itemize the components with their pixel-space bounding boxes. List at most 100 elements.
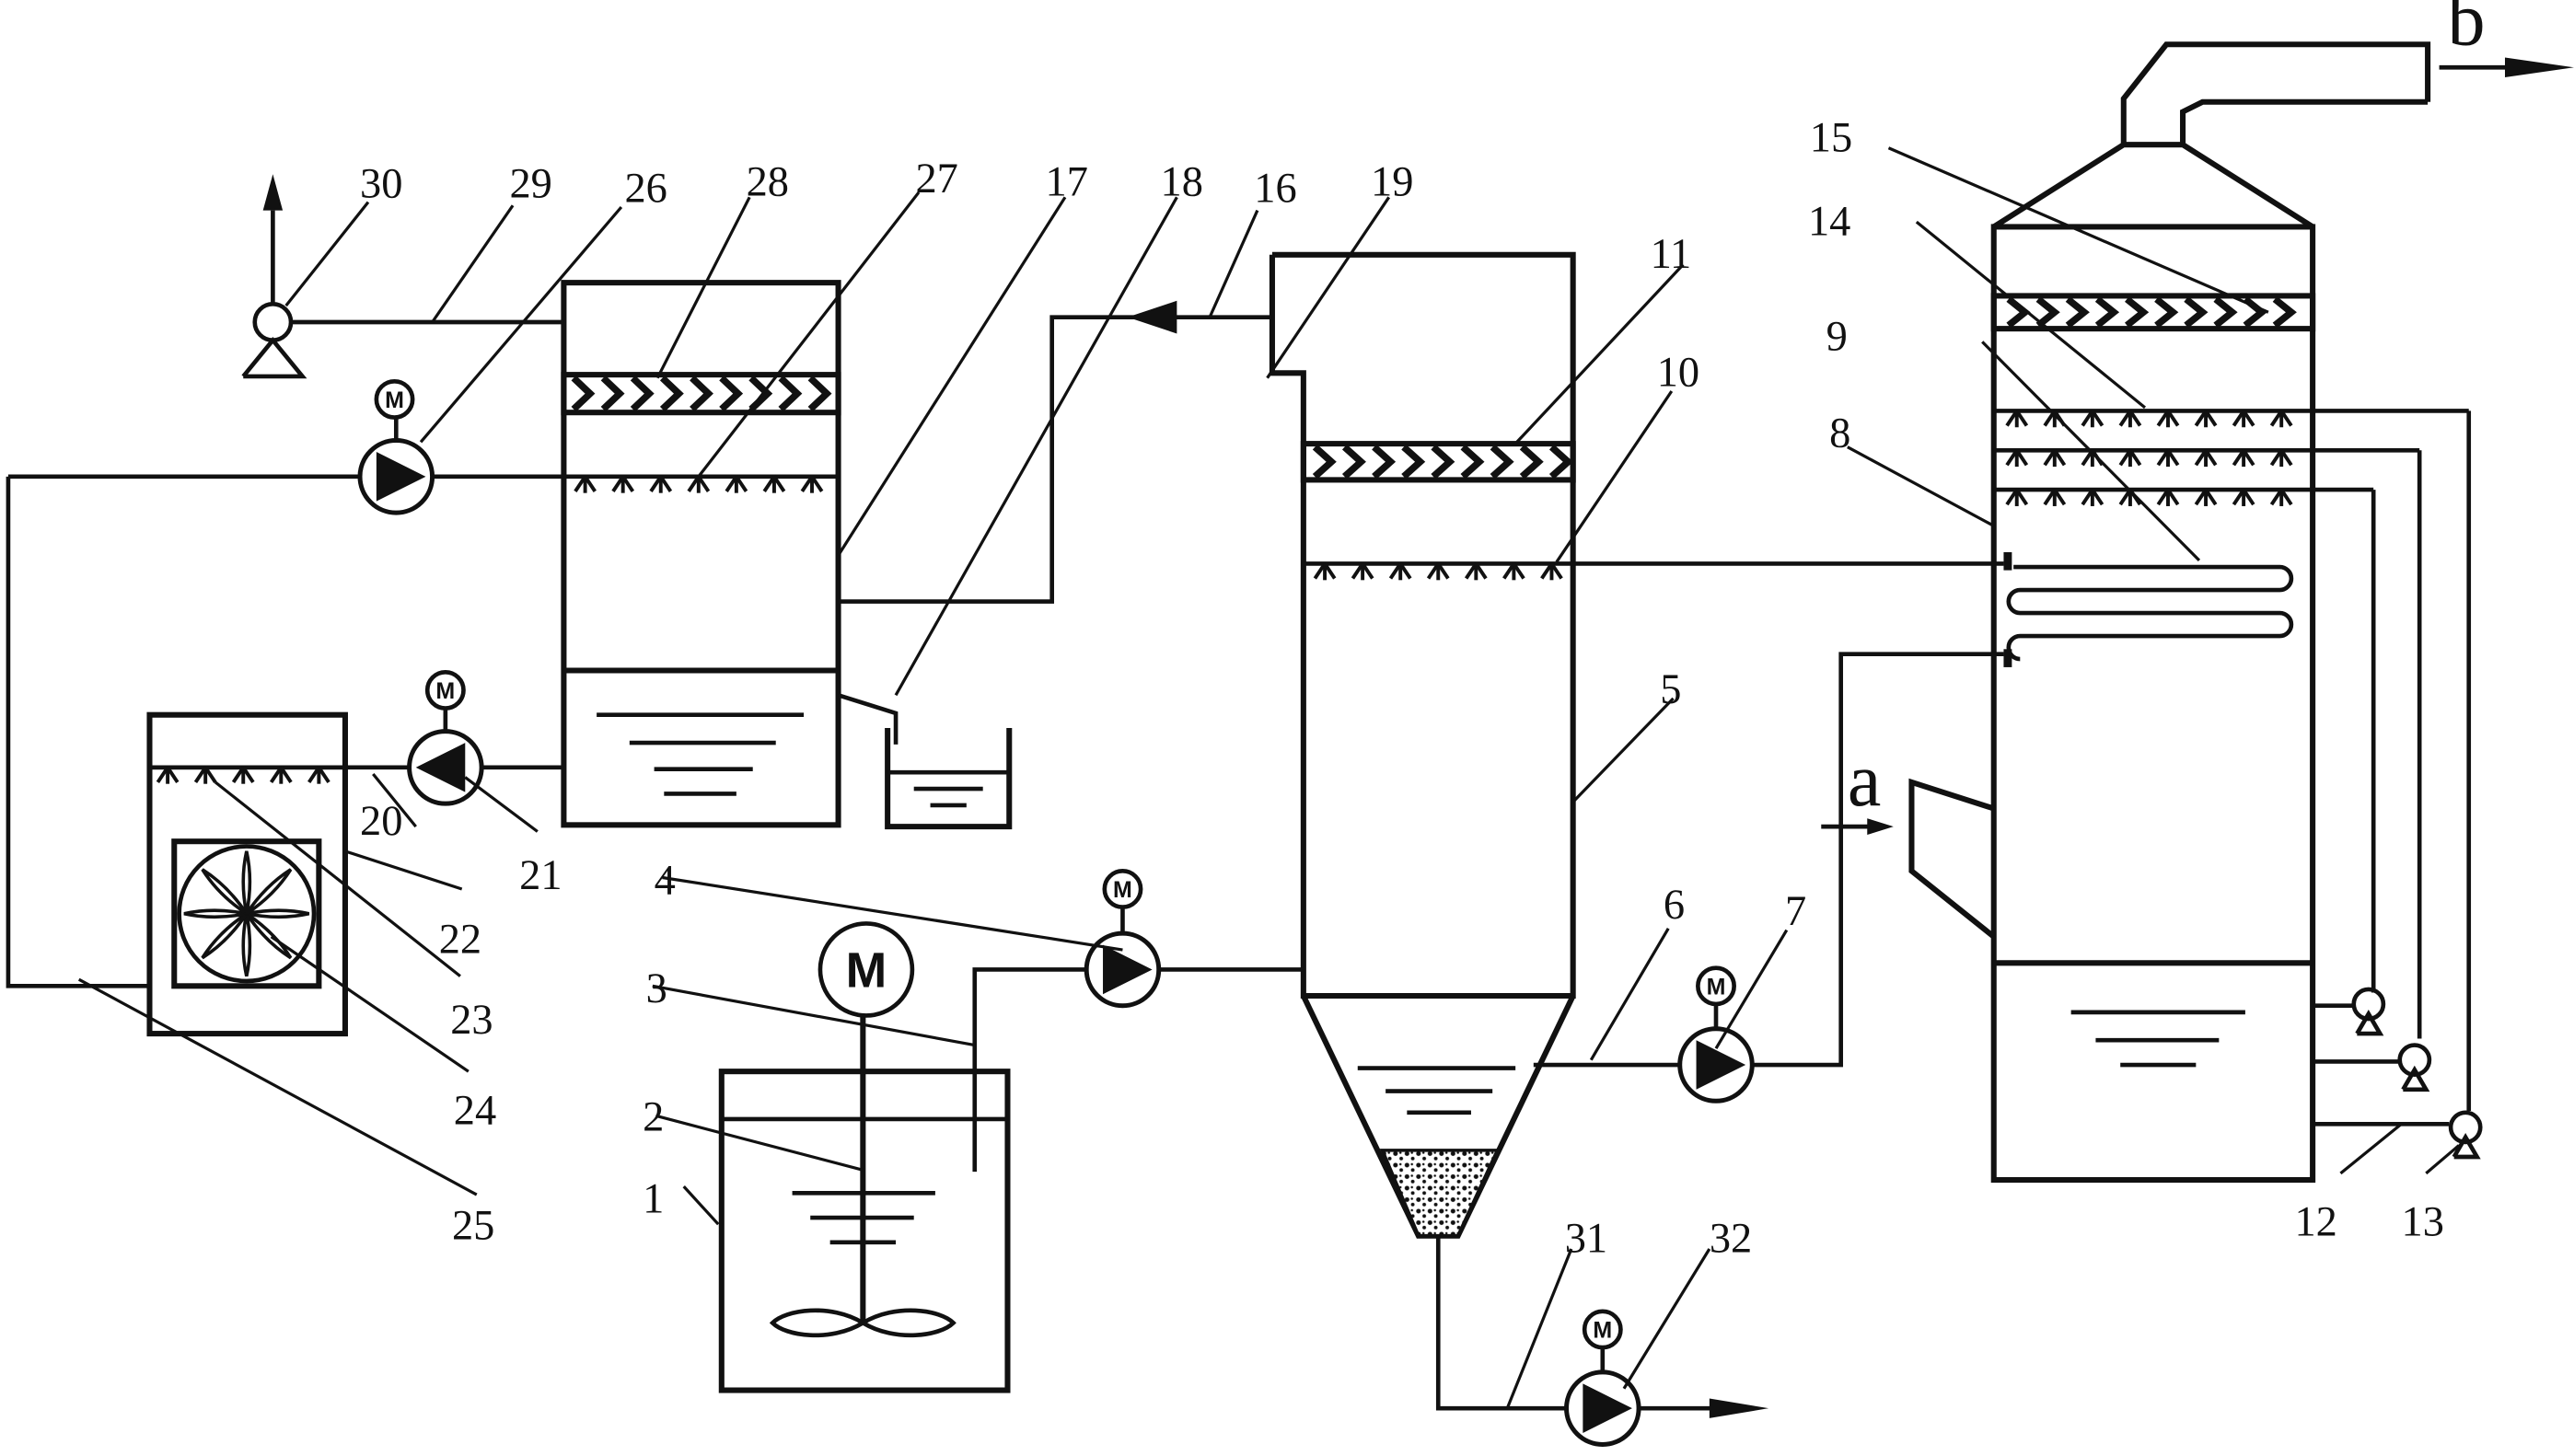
chevron xyxy=(690,375,713,412)
condenser-tower xyxy=(561,280,841,828)
condenser-demister-chevrons xyxy=(571,375,832,412)
exhaust-duct-inner xyxy=(2180,98,2429,145)
chevron xyxy=(2065,296,2090,329)
pump-26 xyxy=(357,417,435,515)
callout-5: 5 xyxy=(1660,666,1681,713)
chevron xyxy=(1312,444,1337,480)
chevron xyxy=(2213,296,2238,329)
callout-7: 7 xyxy=(1785,888,1806,935)
chevron xyxy=(630,375,655,412)
chevron xyxy=(2184,296,2209,329)
crystallizer-demister-chevrons xyxy=(1312,444,1573,480)
overflow-18 xyxy=(837,693,899,745)
svg-text:M: M xyxy=(435,678,455,704)
callout-8: 8 xyxy=(1829,410,1850,457)
callout-28: 28 xyxy=(747,159,789,206)
callout-31: 31 xyxy=(1565,1216,1607,1263)
pump-4-motor: M xyxy=(1102,869,1143,909)
circulation-pump-a xyxy=(2351,987,2386,1036)
absorption-tower xyxy=(1908,41,2431,1184)
callout-4: 4 xyxy=(655,857,676,904)
callout-21: 21 xyxy=(519,852,562,899)
callout-32: 32 xyxy=(1710,1216,1752,1263)
pipe-25 xyxy=(6,476,150,988)
fan-blades xyxy=(183,850,310,976)
heat-exchanger-coil xyxy=(2006,564,2294,662)
pump-21 xyxy=(407,708,484,806)
callout-16: 16 xyxy=(1254,166,1296,213)
chevron xyxy=(2125,296,2150,329)
callout-14: 14 xyxy=(1808,198,1850,245)
callout-3: 3 xyxy=(646,965,667,1012)
callout-19: 19 xyxy=(1371,159,1413,206)
agitator-motor: M xyxy=(817,921,915,1018)
callout-10: 10 xyxy=(1657,350,1699,397)
tower-spray-nozzles xyxy=(2005,410,2293,506)
condenser-demister xyxy=(561,372,841,416)
svg-text:M: M xyxy=(1593,1317,1612,1343)
callout-2: 2 xyxy=(643,1093,664,1140)
feed-pipe-3 xyxy=(972,967,1087,1173)
cooling-spray-nozzles xyxy=(156,766,330,784)
chevron xyxy=(571,375,596,412)
circulation-pump-13 xyxy=(2448,1110,2483,1160)
chevron xyxy=(1341,444,1366,480)
feed-tank-1 xyxy=(718,1002,1011,1393)
pump-21-motor: M xyxy=(424,669,466,711)
flue-gas-inlet xyxy=(1908,778,1996,940)
sludge-layer xyxy=(1379,1149,1501,1238)
chevron xyxy=(600,375,625,412)
outlet-label: b xyxy=(2448,0,2486,61)
svg-text:M: M xyxy=(385,387,404,413)
callout-27: 27 xyxy=(915,156,957,202)
chevron xyxy=(1490,444,1514,480)
chevron xyxy=(807,375,832,412)
callout-25: 25 xyxy=(452,1202,494,1249)
inlet-label: a xyxy=(1848,738,1881,822)
callout-30: 30 xyxy=(360,160,402,207)
callout-9: 9 xyxy=(1826,313,1848,360)
callout-29: 29 xyxy=(509,160,551,207)
callout-23: 23 xyxy=(450,997,493,1044)
callout-15: 15 xyxy=(1810,114,1852,161)
pump-7 xyxy=(1677,1003,1755,1104)
pipe-31 xyxy=(1435,1235,1567,1411)
callout-13: 13 xyxy=(2402,1199,2444,1246)
pump-7-motor: M xyxy=(1696,965,1736,1007)
tower-cone xyxy=(1992,142,2314,230)
chevron xyxy=(1519,444,1544,480)
callout-12: 12 xyxy=(2294,1199,2336,1246)
chevron xyxy=(719,375,744,412)
pump-32 xyxy=(1564,1347,1641,1447)
svg-text:M: M xyxy=(1707,974,1726,1000)
vacuum-pump-30 xyxy=(241,174,307,379)
pump-4 xyxy=(1084,907,1162,1009)
chevron xyxy=(2154,296,2179,329)
callout-11: 11 xyxy=(1651,231,1692,278)
chevron xyxy=(1401,444,1426,480)
svg-text:M: M xyxy=(1113,877,1132,903)
callout-18: 18 xyxy=(1161,159,1203,206)
vapor-line-16 xyxy=(838,315,1272,604)
tower-demister xyxy=(1990,293,2316,332)
callout-26: 26 xyxy=(624,166,667,213)
condenser-spray-nozzles xyxy=(574,475,824,493)
chevron xyxy=(2006,296,2031,329)
chevron xyxy=(1372,444,1397,480)
cooling-tower-22 xyxy=(146,711,348,1037)
chevron xyxy=(1431,444,1455,480)
chevron xyxy=(2094,296,2120,329)
condensate-tank-19 xyxy=(885,728,1013,830)
chevron xyxy=(1460,444,1485,480)
chevron xyxy=(659,375,684,412)
exhaust-duct-outer xyxy=(2120,41,2431,145)
callout-1: 1 xyxy=(643,1176,664,1223)
tower-body xyxy=(1990,224,2316,1184)
chevron xyxy=(1548,444,1573,480)
chevron xyxy=(2272,296,2297,329)
crystallizer-spray-nozzles xyxy=(1313,562,1563,581)
callout-17: 17 xyxy=(1046,159,1088,206)
svg-text:M: M xyxy=(846,944,887,999)
